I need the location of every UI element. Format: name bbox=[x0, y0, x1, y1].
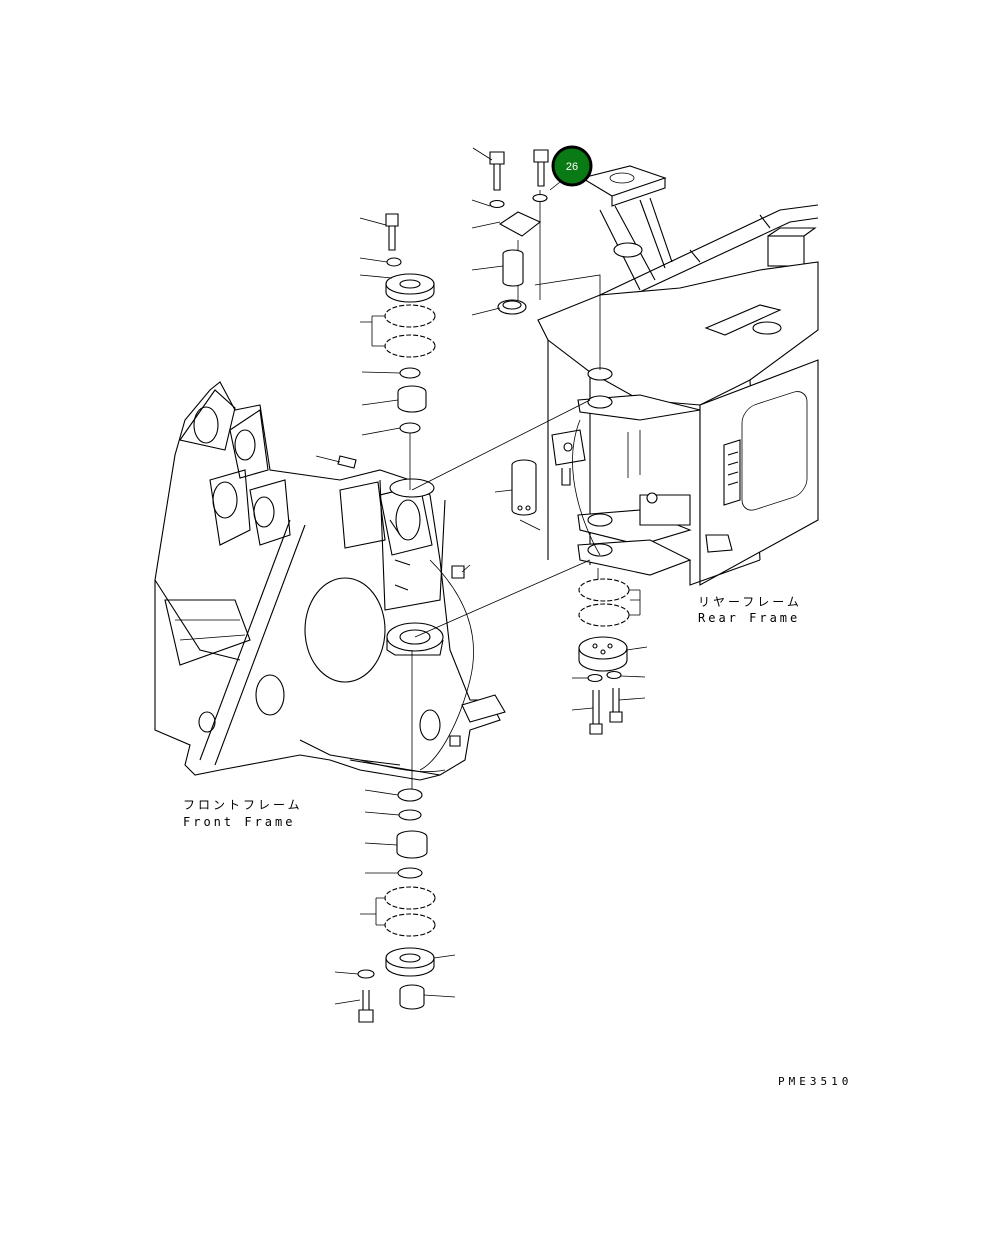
rear-frame-label-jp: リヤーフレーム bbox=[698, 595, 802, 609]
part-callout-26[interactable]: 26 bbox=[551, 145, 593, 187]
front-frame bbox=[154, 381, 506, 781]
leader-lines bbox=[315, 147, 648, 1005]
front-frame-label-jp: フロントフレーム bbox=[183, 798, 303, 812]
callout-number: 26 bbox=[566, 161, 578, 173]
drawing-code: PME3510 bbox=[778, 1075, 852, 1088]
upper-pin-stack bbox=[489, 149, 549, 516]
assembly-lines bbox=[409, 190, 601, 790]
rear-frame bbox=[537, 165, 819, 586]
rear-frame-label-en: Rear Frame bbox=[698, 611, 800, 625]
upper-left-bearing-stack bbox=[384, 213, 436, 434]
lower-left-bearing-stack bbox=[357, 788, 436, 1023]
lower-right-bearing-stack bbox=[578, 578, 630, 735]
callout-badge[interactable] bbox=[551, 145, 593, 187]
front-frame-label-en: Front Frame bbox=[183, 815, 295, 829]
